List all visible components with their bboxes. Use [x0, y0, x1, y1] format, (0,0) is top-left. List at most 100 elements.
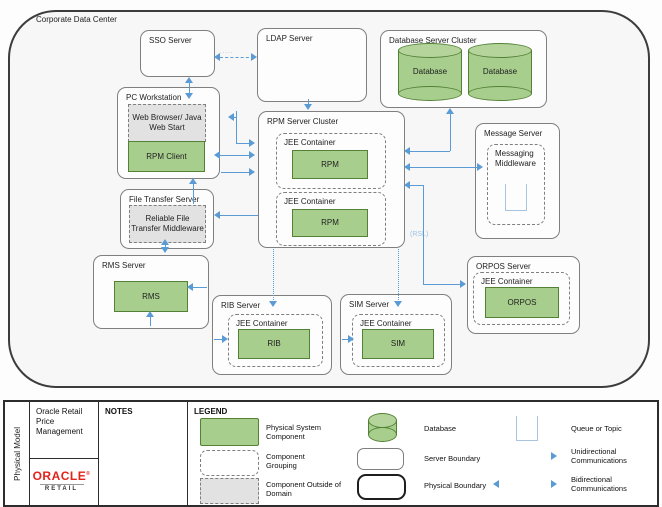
arrowhead-right	[251, 53, 257, 61]
jee-container-box: JEE Container	[473, 272, 570, 325]
orpos-box: ORPOS	[485, 287, 559, 318]
jee-container-label: JEE Container	[481, 277, 533, 286]
legend-physical-system-label: Physical System Component	[266, 423, 322, 442]
legend-physical-boundary-swatch	[357, 474, 406, 500]
arrowhead-right	[249, 139, 255, 147]
legend-database-label: Database	[424, 424, 457, 433]
notes-header: NOTES	[105, 407, 133, 416]
messaging-middleware-box: Messaging Middleware	[487, 144, 545, 225]
connector-cluster-orpos	[407, 185, 423, 186]
connector-rms-right	[190, 287, 207, 288]
arrowhead-left	[214, 53, 220, 61]
connector-pcworkstation-filetransfer	[193, 180, 194, 204]
connector-sso-pcworkstation	[189, 79, 190, 97]
table-divider	[29, 458, 98, 459]
rib-server-label: RIB Server	[221, 301, 261, 310]
orpos-label: ORPOS	[507, 297, 537, 307]
legend-physical-system-swatch	[200, 418, 259, 446]
connector-filetransfer-cluster	[217, 215, 258, 216]
jee-container-box: JEE Container	[276, 133, 386, 189]
jee-container-box: JEE Container	[228, 314, 323, 367]
ldap-server-box: LDAP Server	[257, 28, 367, 102]
connector-rpmclient-cluster	[217, 155, 251, 156]
arrowhead-left	[214, 151, 220, 159]
rpm-box: RPM	[292, 150, 368, 179]
legend-component-outside-swatch	[200, 478, 259, 504]
connector-sso-ldap	[220, 57, 254, 58]
oracle-logo-text: ORACLE®	[32, 468, 91, 483]
arrowhead-up	[161, 239, 169, 245]
arrowhead-up	[189, 178, 197, 184]
reliable-file-transfer-middleware-box: Reliable File Transfer Middleware	[129, 205, 206, 243]
legend-component-grouping-swatch	[200, 450, 259, 476]
rms-box: RMS	[114, 281, 188, 312]
arrowhead-down	[185, 93, 193, 99]
sso-server-label: SSO Server	[149, 36, 192, 45]
legend-physical-boundary-label: Physical Boundary	[424, 481, 487, 490]
arrowhead-down	[394, 301, 402, 307]
logo-divider	[39, 483, 84, 485]
model-type-label: Physical Model	[12, 426, 22, 481]
legend-queue-icon	[516, 416, 538, 441]
connector-middleware-rms	[165, 241, 166, 251]
legend-database-swatch	[368, 413, 397, 442]
connector-ldap-rpmcluster	[308, 99, 309, 105]
database-label: Database	[412, 67, 448, 76]
pc-workstation-label: PC Workstation	[126, 93, 182, 102]
connector-dotted-sim	[398, 249, 399, 302]
connector-horizontal	[221, 172, 251, 173]
legend-queue-label: Queue or Topic	[571, 424, 622, 433]
legend-component-grouping-label: Component Grouping	[266, 452, 305, 471]
reliable-file-transfer-middleware-label: Reliable File Transfer Middleware	[131, 214, 204, 233]
arrowhead-down	[161, 247, 169, 253]
arrowhead-right	[348, 335, 354, 343]
legend-bidirectional-icon-left	[493, 480, 499, 488]
arrowhead-left	[187, 283, 193, 291]
rpm-server-cluster-label: RPM Server Cluster	[267, 117, 339, 126]
connector-cluster-database	[450, 110, 451, 151]
connector-cluster-messageserver	[407, 167, 479, 168]
ldap-server-label: LDAP Server	[266, 34, 313, 43]
arrowhead-left	[404, 147, 410, 155]
legend-component-outside-label: Component Outside of Domain	[266, 480, 342, 499]
messaging-middleware-label: Messaging Middleware	[495, 149, 536, 168]
arrowhead-left	[214, 211, 220, 219]
queue-icon	[505, 184, 527, 211]
arrowhead-right	[222, 335, 228, 343]
connector-rms-bottom	[150, 313, 151, 326]
jee-container-label: JEE Container	[236, 319, 288, 328]
file-transfer-server-label: File Transfer Server	[129, 195, 200, 204]
arrowhead-up	[446, 108, 454, 114]
rpm-label: RPM	[321, 218, 339, 228]
arrowhead-left	[404, 163, 410, 171]
legend-server-boundary-swatch	[357, 448, 404, 470]
connector-rib-in	[214, 339, 224, 340]
jee-container-label: JEE Container	[360, 319, 412, 328]
connector-branch-webbrowser	[231, 117, 237, 118]
model-type-cell: Physical Model	[5, 402, 29, 505]
rms-server-label: RMS Server	[102, 261, 146, 270]
connector-horizontal	[236, 143, 251, 144]
arrowhead-right	[477, 163, 483, 171]
legend-bidirectional-icon-right	[551, 480, 557, 488]
arrowhead-left	[404, 181, 410, 189]
connector-vertical	[236, 111, 237, 143]
jee-container-label: JEE Container	[284, 138, 336, 147]
sso-server-box: SSO Server	[140, 30, 215, 77]
database-cylinder: Database	[468, 43, 532, 101]
connector-cluster-orpos	[423, 284, 460, 285]
arrowhead-down	[304, 104, 312, 110]
arrowhead-right	[249, 168, 255, 176]
message-server-label: Message Server	[484, 129, 543, 138]
connector-sim-in	[342, 339, 350, 340]
database-server-cluster-label: Database Server Cluster	[389, 36, 477, 45]
arrowhead-right	[249, 151, 255, 159]
arrowhead-up	[185, 77, 193, 83]
diagram-title: Corporate Data Center	[36, 15, 117, 24]
document-title: Oracle Retail Price Management	[36, 407, 83, 436]
sso-ldap-connection-label: ·····	[220, 50, 234, 56]
connector-cluster-database	[407, 151, 450, 152]
rpm-box: RPM	[292, 209, 368, 237]
sim-box: SIM	[362, 329, 434, 359]
